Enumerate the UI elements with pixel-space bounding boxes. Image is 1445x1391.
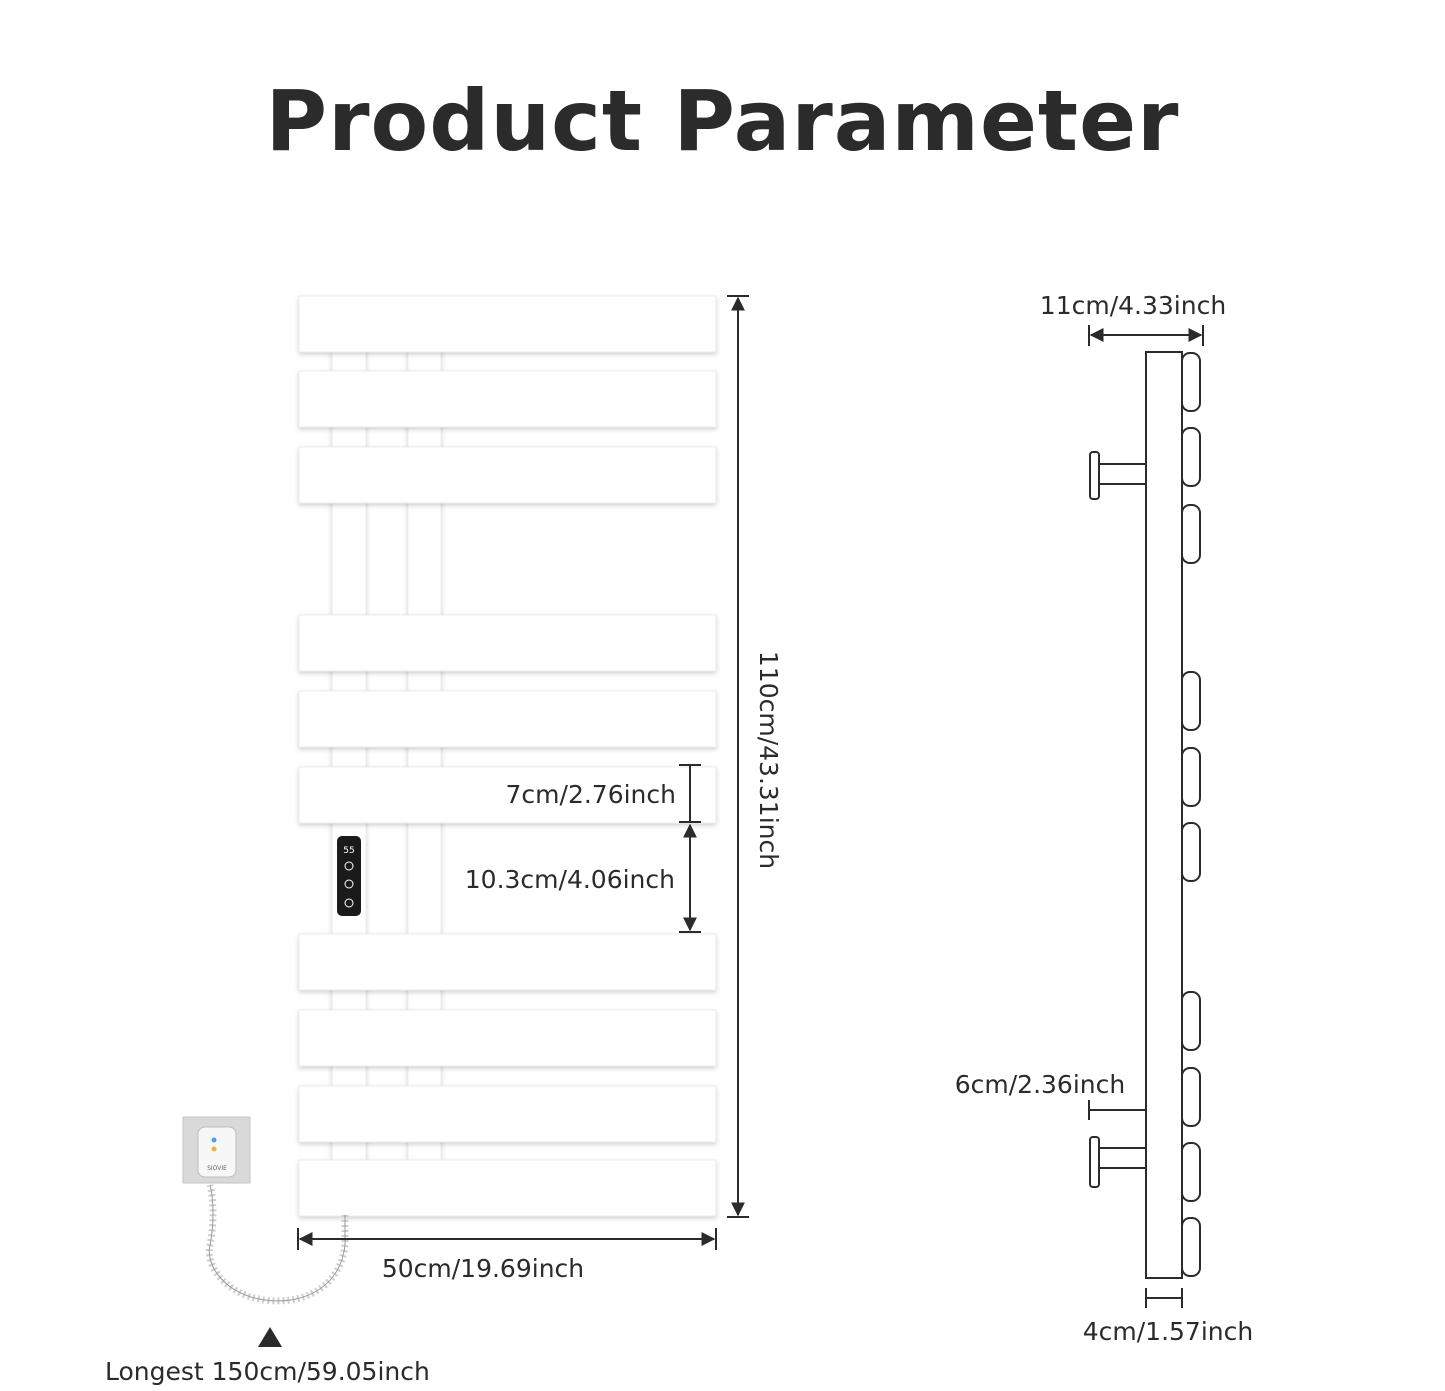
- side-rail-profiles: [1181, 352, 1201, 1277]
- side-rail-profile: [1181, 991, 1201, 1051]
- side-rail-profile: [1181, 504, 1201, 564]
- depth-label: 11cm/4.33inch: [1040, 291, 1226, 320]
- towel-rail: [298, 1085, 717, 1143]
- cable-length-label: Longest 150cm/59.05inch: [105, 1357, 430, 1386]
- standoff-dimension: [1088, 1100, 1147, 1120]
- towel-rail: [298, 690, 717, 748]
- towel-rail: [298, 370, 717, 428]
- cable-pointer-icon: [258, 1327, 282, 1347]
- side-rail-profile: [1181, 427, 1201, 487]
- side-frame: [1145, 351, 1183, 1279]
- front-view: 55 SIOVIE: [182, 295, 717, 1347]
- side-rail-profile: [1181, 1067, 1201, 1127]
- wall-plug: SIOVIE: [182, 1116, 251, 1184]
- side-rail-profile: [1181, 822, 1201, 882]
- plug-brand: SIOVIE: [207, 1165, 227, 1172]
- upper-bracket: [1089, 451, 1147, 500]
- height-label: 110cm/43.31inch: [754, 651, 783, 869]
- towel-rail: [298, 446, 717, 504]
- side-view: [1089, 351, 1201, 1279]
- indicator-blue-icon: [211, 1137, 217, 1143]
- bar-height-label: 7cm/2.76inch: [506, 780, 676, 809]
- towel-rails: [298, 295, 717, 1217]
- towel-rail: [298, 1009, 717, 1067]
- frame-depth-dimension: [1145, 1288, 1183, 1308]
- side-rail-profile: [1181, 1217, 1201, 1277]
- depth-dimension: [1088, 325, 1204, 346]
- height-dimension: [727, 295, 749, 1218]
- towel-rail: [298, 295, 717, 353]
- width-label: 50cm/19.69inch: [382, 1254, 584, 1283]
- towel-rail: [298, 766, 717, 824]
- indicator-yellow-icon: [211, 1146, 217, 1152]
- side-rail-profile: [1181, 1142, 1201, 1202]
- controller-display: 55: [343, 846, 354, 856]
- towel-rail: [298, 614, 717, 672]
- towel-rail: [298, 933, 717, 991]
- timer-button-icon: [344, 861, 354, 871]
- towel-rail: [298, 1159, 717, 1217]
- bar-height-dimension: [679, 764, 701, 823]
- power-button-icon: [344, 898, 354, 908]
- mode-button-icon: [344, 879, 354, 889]
- side-rail-profile: [1181, 352, 1201, 412]
- power-cable: [205, 1184, 349, 1305]
- side-rail-profile: [1181, 747, 1201, 807]
- standoff-label: 6cm/2.36inch: [955, 1070, 1125, 1099]
- control-panel: 55: [337, 836, 361, 916]
- gap-dimension: [679, 823, 701, 933]
- lower-bracket: [1089, 1136, 1147, 1188]
- gap-label: 10.3cm/4.06inch: [465, 865, 675, 894]
- side-rail-profile: [1181, 671, 1201, 731]
- frame-depth-label: 4cm/1.57inch: [1083, 1317, 1253, 1346]
- page-title: Product Parameter: [265, 72, 1180, 170]
- width-dimension: [297, 1228, 717, 1250]
